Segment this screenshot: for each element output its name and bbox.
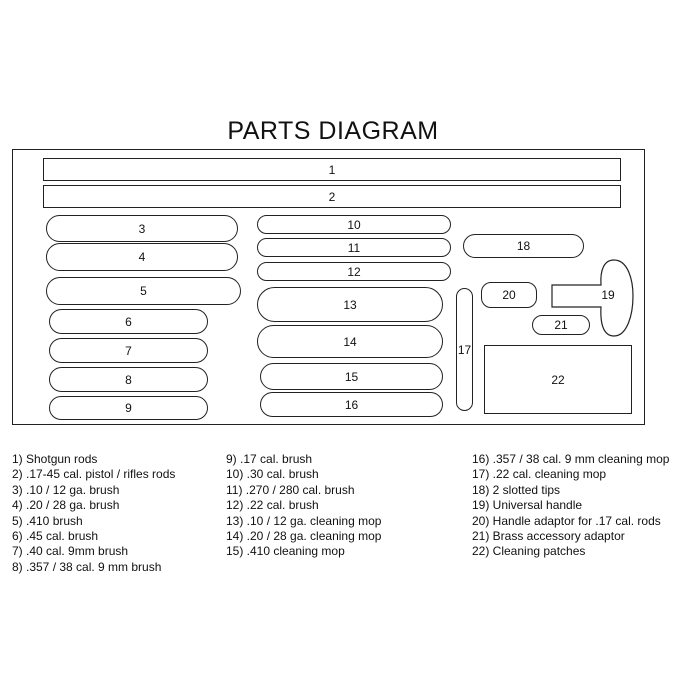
slot-13: 13 [257,287,443,322]
legend-item: 8) .357 / 38 cal. 9 mm brush [12,559,162,574]
slot-11: 11 [257,238,451,257]
legend-item: 7) .40 cal. 9mm brush [12,544,129,559]
slot-2: 2 [43,185,621,208]
slot-15: 15 [260,363,443,390]
legend-item: 22) Cleaning patches [472,544,586,559]
slot-21: 21 [532,315,590,335]
slot-7: 7 [49,338,208,363]
legend-item: 11) .270 / 280 cal. brush [226,482,355,497]
legend-item: 10) .30 cal. brush [226,467,319,482]
legend-item: 4) .20 / 28 ga. brush [12,498,120,513]
slot-9: 9 [49,396,208,420]
legend-column-1: 1) Shotgun rods 2) .17-45 cal. pistol / … [12,452,175,575]
slot-5: 5 [46,277,241,305]
slot-6: 6 [49,309,208,334]
legend-item: 9) .17 cal. brush [226,452,313,466]
legend-item: 17) .22 cal. cleaning mop [472,467,607,482]
slot-16: 16 [260,392,443,417]
slot-20: 20 [481,282,537,308]
slot-18: 18 [463,234,584,258]
legend-item: 19) Universal handle [472,498,583,513]
legend-item: 6) .45 cal. brush [12,528,99,543]
legend-item: 12) .22 cal. brush [226,498,319,513]
legend-item: 13) .10 / 12 ga. cleaning mop [226,513,382,528]
legend-item: 21) Brass accessory adaptor [472,528,625,543]
legend-column-2: 9) .17 cal. brush 10) .30 cal. brush 11)… [226,452,381,560]
slot-8: 8 [49,367,208,392]
legend-item: 16) .357 / 38 cal. 9 mm cleaning mop [472,452,670,466]
legend-item: 2) .17-45 cal. pistol / rifles rods [12,467,176,482]
case-outline [12,149,645,425]
legend-item: 5) .410 brush [12,513,83,528]
legend-item: 18) 2 slotted tips [472,482,561,497]
slot-3: 3 [46,215,238,242]
legend-item: 1) Shotgun rods [12,452,98,466]
legend-item: 14) .20 / 28 ga. cleaning mop [226,528,382,543]
slot-1: 1 [43,158,621,181]
slot-12: 12 [257,262,451,281]
legend-column-3: 16) .357 / 38 cal. 9 mm cleaning mop 17)… [472,452,669,560]
slot-17: 17 [456,288,473,411]
slot-4: 4 [46,243,238,271]
page-title: PARTS DIAGRAM [227,117,439,145]
legend-item: 15) .410 cleaning mop [226,544,345,559]
slot-14: 14 [257,325,443,358]
slot-22: 22 [484,345,632,414]
slot-10: 10 [257,215,451,234]
slot-19: 19 [601,288,615,302]
legend-item: 3) .10 / 12 ga. brush [12,482,120,497]
legend-item: 20) Handle adaptor for .17 cal. rods [472,513,661,528]
